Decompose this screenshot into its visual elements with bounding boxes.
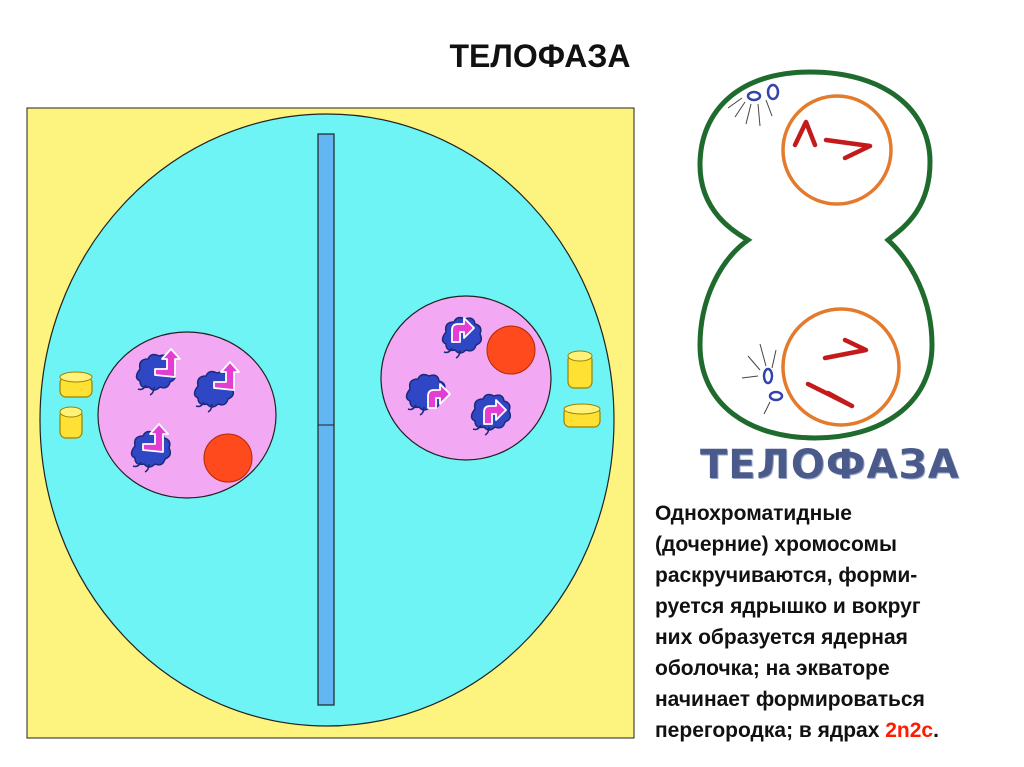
septum bbox=[317, 133, 335, 706]
centriole-icon bbox=[727, 83, 780, 127]
centriole-icon bbox=[563, 403, 601, 428]
sketch-title: ТЕЛОФАЗА bbox=[700, 442, 960, 488]
centriole-icon bbox=[741, 343, 784, 415]
description-line: начинает формироваться bbox=[655, 688, 925, 711]
left-nucleus bbox=[97, 331, 277, 499]
description-line: Однохроматидные bbox=[655, 502, 852, 525]
slide-title: ТЕЛОФАЗА bbox=[449, 38, 631, 74]
centriole-icon bbox=[567, 350, 593, 389]
centriole-icon bbox=[59, 406, 83, 439]
description-line: перегородка; в ядрах 2n2c. bbox=[655, 715, 1015, 746]
description-line: них образуется ядерная bbox=[655, 626, 908, 649]
description-line: (дочерние) хромосомы bbox=[655, 533, 897, 556]
description-prefix: перегородка; в ядрах bbox=[655, 719, 886, 742]
description-text: Однохроматидные (дочерние) хромосомы рас… bbox=[655, 498, 1015, 746]
description-suffix: . bbox=[933, 719, 939, 742]
upper-nucleus-sketch bbox=[781, 94, 893, 206]
lower-nucleus-sketch bbox=[781, 307, 901, 427]
centriole-icon bbox=[59, 371, 93, 398]
nucleolus-icon bbox=[203, 433, 253, 483]
description-line: руется ядрышко и вокруг bbox=[655, 595, 921, 618]
ploidy-formula: 2n2c bbox=[885, 719, 934, 742]
description-line: раскручиваются, форми- bbox=[655, 564, 918, 587]
nucleolus-icon bbox=[486, 325, 536, 375]
description-line: оболочка; на экваторе bbox=[655, 657, 890, 680]
dividing-cell-sketch bbox=[697, 69, 935, 441]
